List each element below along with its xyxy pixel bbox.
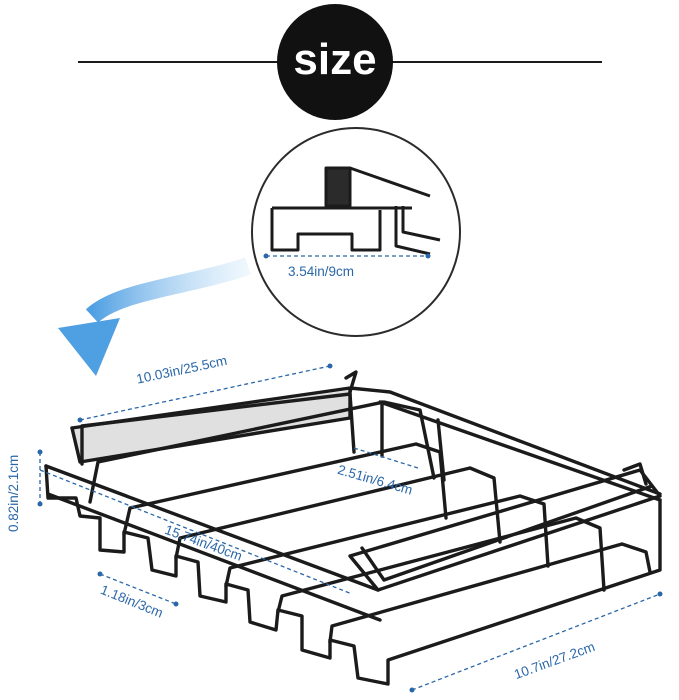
slot-spacing-label: 3.54in/9cm [288,264,355,279]
rack-length-line [411,593,661,691]
curved-arrow-icon [58,257,251,376]
rack-width-line [79,365,331,421]
title-rule-left [78,61,278,63]
title-rule-right [392,61,602,63]
detail-zoom-circle [251,127,461,337]
hook-height-label: 0.82in/2.1cm [6,454,21,532]
title-text: size [293,35,377,84]
title-badge: size [277,4,393,120]
wine-glass-rack [44,370,662,686]
